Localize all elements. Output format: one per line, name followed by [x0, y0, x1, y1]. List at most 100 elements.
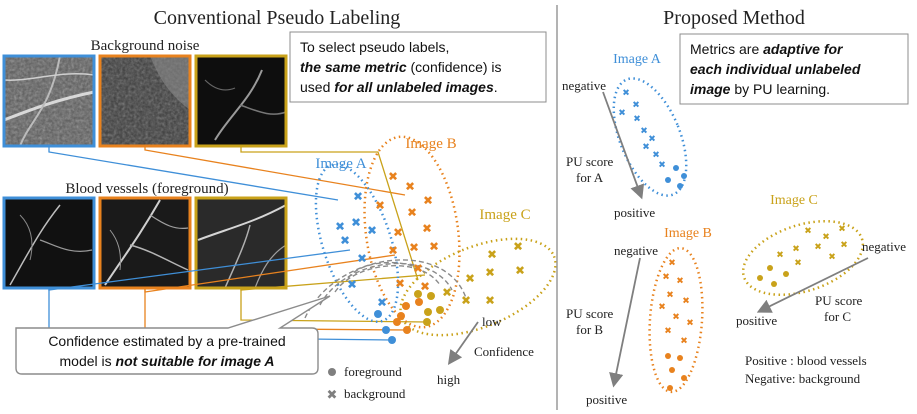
r-marker-c-background: ✖	[828, 252, 836, 262]
right-arrow-a	[602, 91, 645, 200]
right-a-score-line1: PU score	[566, 154, 614, 169]
marker-a-foreground	[374, 310, 382, 318]
marker-b-background: ✖	[388, 244, 398, 258]
right-c-positive: positive	[736, 313, 777, 328]
blood-vessels-label: Blood vessels (foreground)	[65, 181, 228, 197]
right-image-c-label: Image C	[770, 193, 818, 208]
fg-thumbnail-c	[194, 196, 288, 290]
legend-background-label: background	[344, 386, 406, 401]
r-marker-b-background: ✖	[672, 312, 680, 322]
r-marker-b-foreground	[665, 353, 671, 359]
r-marker-b-background: ✖	[682, 296, 690, 306]
r-marker-c-background: ✖	[792, 244, 800, 254]
left-image-c-label: Image C	[479, 207, 530, 223]
bg-thumbnail-a	[2, 54, 96, 148]
marker-b-background: ✖	[393, 226, 403, 240]
right-note-line2: each individual unlabeled	[690, 61, 861, 77]
left-note-line2: the same metric (confidence) is	[300, 59, 502, 75]
marker-b-background: ✖	[420, 280, 430, 294]
marker-a-background: ✖	[377, 296, 387, 310]
bg-thumbnail-b	[98, 54, 192, 148]
r-marker-a-background: ✖	[648, 134, 656, 144]
r-marker-c-background: ✖	[814, 242, 822, 252]
marker-c-foreground	[414, 290, 422, 298]
r-marker-b-background: ✖	[680, 336, 688, 346]
r-marker-c-background: ✖	[776, 250, 784, 260]
legend-foreground-marker	[328, 368, 336, 376]
left-title: Conventional Pseudo Labeling	[154, 7, 401, 29]
r-marker-c-foreground	[757, 275, 763, 281]
confidence-low-label: low	[482, 314, 502, 329]
r-marker-a-background: ✖	[618, 108, 626, 118]
r-marker-b-foreground	[669, 367, 675, 373]
marker-c-foreground	[427, 292, 435, 300]
callout-box: Confidence estimated by a pre-trained mo…	[15, 295, 331, 375]
right-image-a-label: Image A	[613, 52, 662, 67]
marker-b-background: ✖	[395, 277, 405, 291]
bg-thumbnail-c	[194, 54, 288, 148]
r-marker-b-foreground	[681, 375, 687, 381]
marker-c-background: ✖	[442, 286, 452, 300]
right-b-score-line2: for B	[576, 322, 603, 337]
marker-a-background: ✖	[340, 234, 350, 248]
ellipse-image-a	[314, 163, 400, 323]
right-title: Proposed Method	[663, 7, 805, 29]
callout-line2: model is not suitable for image A	[60, 353, 275, 369]
r-marker-b-background: ✖	[658, 302, 666, 312]
marker-a-foreground	[382, 326, 390, 334]
marker-a-background: ✖	[357, 252, 367, 266]
r-marker-a-foreground	[681, 173, 687, 179]
marker-a-foreground	[388, 336, 396, 344]
right-c-negative: negative	[862, 239, 906, 254]
marker-b-background: ✖	[405, 180, 415, 194]
r-marker-a-background: ✖	[640, 126, 648, 136]
marker-b-background: ✖	[388, 170, 398, 184]
marker-a-background: ✖	[335, 220, 345, 234]
r-marker-a-background: ✖	[658, 160, 666, 170]
marker-b-background: ✖	[429, 240, 439, 254]
marker-a-background: ✖	[367, 224, 377, 238]
left-image-b-label: Image B	[405, 136, 456, 152]
r-marker-a-background: ✖	[652, 150, 660, 160]
marker-b-foreground	[402, 302, 410, 310]
right-note-line1: Metrics are adaptive for	[690, 41, 844, 57]
r-marker-b-foreground	[667, 385, 673, 391]
marker-c-background: ✖	[485, 294, 495, 308]
right-a-score-line2: for A	[576, 170, 604, 185]
left-note-line3: used for all unlabeled images.	[300, 79, 498, 95]
right-legend-negative: Negative: background	[745, 371, 861, 386]
r-marker-b-background: ✖	[686, 318, 694, 328]
r-marker-b-background: ✖	[662, 272, 670, 282]
r-marker-b-background: ✖	[668, 258, 676, 268]
marker-b-background: ✖	[375, 199, 385, 213]
r-marker-c-foreground	[771, 281, 777, 287]
r-marker-b-background: ✖	[666, 290, 674, 300]
marker-b-foreground	[393, 318, 401, 326]
confidence-arcs	[304, 259, 467, 319]
confidence-arrow	[447, 321, 479, 365]
right-legend-positive: Positive : blood vessels	[745, 353, 867, 368]
left-scatter-markers: ✖✖✖✖✖✖✖✖✖✖✖✖✖✖✖✖✖✖✖✖✖✖✖✖✖✖✖✖✖	[335, 170, 525, 344]
marker-c-background: ✖	[515, 264, 525, 278]
fg-thumbnail-b	[98, 196, 192, 290]
right-b-score-line1: PU score	[566, 306, 614, 321]
r-marker-a-background: ✖	[622, 88, 630, 98]
r-marker-a-background: ✖	[633, 114, 641, 124]
legend-foreground-label: foreground	[344, 364, 402, 379]
right-a-positive: positive	[614, 205, 655, 220]
r-marker-c-background: ✖	[794, 258, 802, 268]
right-b-positive: positive	[586, 392, 627, 407]
marker-a-background: ✖	[353, 190, 363, 204]
marker-c-foreground	[424, 308, 432, 316]
left-legend: foreground ✖ background	[327, 364, 406, 402]
marker-c-foreground	[423, 318, 431, 326]
marker-c-background: ✖	[485, 266, 495, 280]
legend-background-marker: ✖	[327, 387, 338, 402]
confidence-axis-label: Confidence	[474, 344, 534, 359]
left-note-line1: To select pseudo labels,	[300, 39, 449, 55]
background-noise-label: Background noise	[91, 38, 200, 54]
marker-b-background: ✖	[423, 194, 433, 208]
right-note-line3: image by PU learning.	[690, 81, 830, 97]
marker-c-background: ✖	[487, 248, 497, 262]
